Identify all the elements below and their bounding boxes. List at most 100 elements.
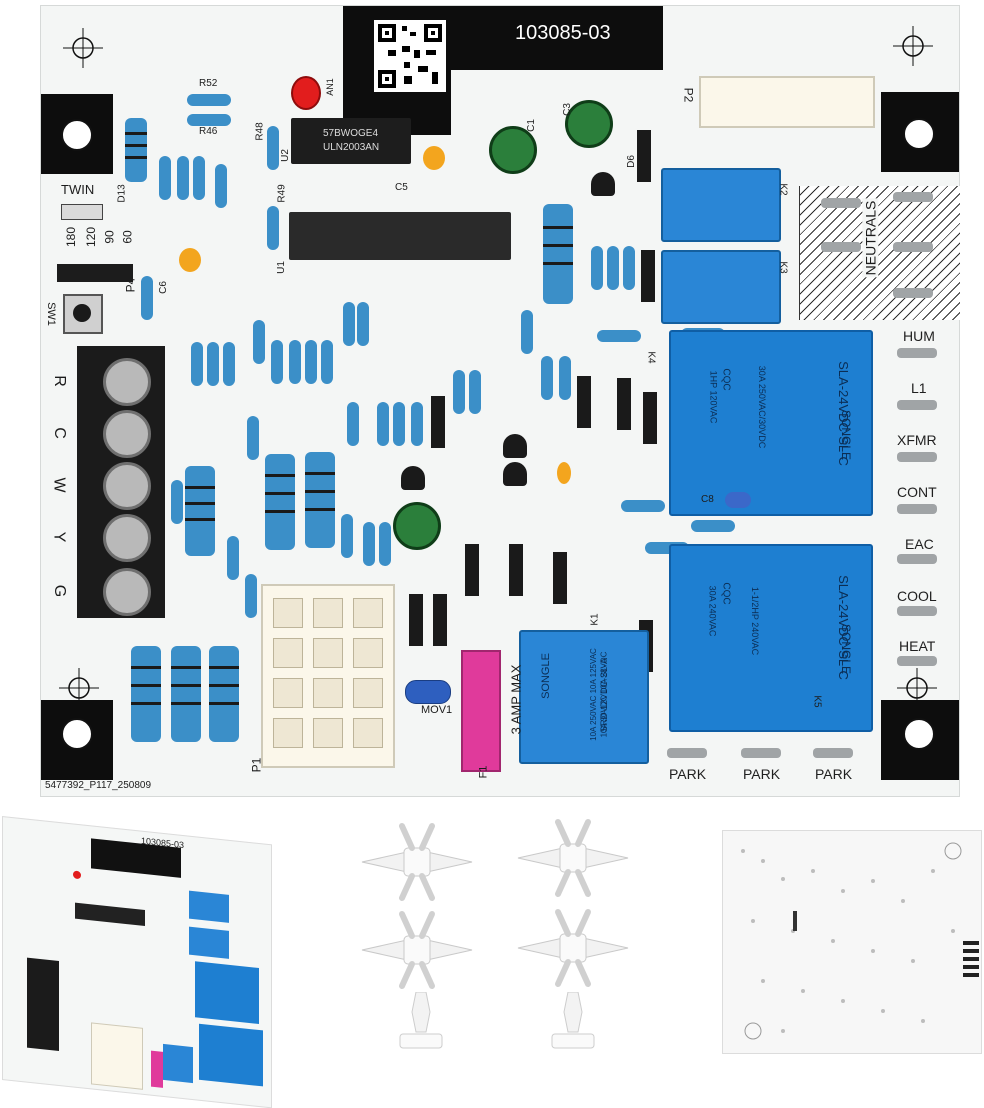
label-l1: L1 [911, 380, 927, 396]
resistor [159, 156, 171, 200]
neutral-spade[interactable] [893, 242, 933, 252]
mount-hole-bottom-right [903, 718, 935, 750]
spade-cool[interactable] [897, 606, 937, 616]
connector-p2 [699, 76, 875, 128]
ref-c6: C6 [157, 281, 169, 294]
resistor [191, 342, 203, 386]
thumb-relay [199, 1023, 263, 1087]
capacitor-c2 [393, 502, 441, 550]
diode [431, 396, 445, 448]
connector-pin [353, 598, 383, 628]
terminal-label-r: R [50, 375, 68, 387]
terminal-screw-y[interactable] [103, 514, 151, 562]
resistor [125, 118, 147, 182]
resistor [271, 340, 283, 384]
relay-k1-model: SRD-12VDC-SL-A [599, 657, 610, 733]
resistor [141, 276, 153, 320]
relay-k4: SLA-24VDC-SL-C SONGLE 30A 250VAC/30VDC 1… [669, 330, 873, 516]
resistor [623, 246, 635, 290]
diode [409, 594, 423, 646]
resistor [305, 340, 317, 384]
relay-k4-rating-1: 30A 250VAC/30VDC [757, 365, 768, 449]
serial-text: 5477392_P117_250809 [45, 780, 152, 791]
resistor [247, 416, 259, 460]
ref-c5: C5 [395, 182, 408, 193]
diode [509, 544, 523, 596]
spade-l1[interactable] [897, 400, 937, 410]
resistor [267, 206, 279, 250]
push-switch-button[interactable] [73, 304, 91, 322]
resistor [377, 402, 389, 446]
ref-c3: C3 [561, 103, 573, 116]
terminal-label-c: C [50, 427, 68, 439]
k2-label: K2 [777, 183, 789, 196]
relay-k5-cert: CQC [720, 582, 732, 605]
resistor [185, 466, 215, 556]
mount-hole-top-left [61, 119, 93, 151]
ic-uln2003an [291, 118, 411, 164]
spade-hum[interactable] [897, 348, 937, 358]
terminal-screw-r[interactable] [103, 358, 151, 406]
resistor [591, 246, 603, 290]
p1-label: P1 [249, 757, 264, 773]
resistor [215, 164, 227, 208]
relay-k5-rating-4: 30A 240VAC [707, 585, 718, 637]
resistor [363, 522, 375, 566]
terminal-labels: R C W Y G [47, 366, 71, 606]
fuse-ref: F1 [477, 765, 490, 779]
resistor [521, 310, 533, 354]
resistor [393, 402, 405, 446]
standoff-clip-1 [361, 823, 473, 901]
label-cool: COOL [897, 588, 937, 604]
resistor [343, 302, 355, 346]
sw1-label: SW1 [44, 302, 57, 326]
k4-label: K4 [645, 351, 657, 364]
connector-pin [273, 718, 303, 748]
terminal-label-w: W [50, 477, 68, 493]
twin-label: TWIN [61, 182, 95, 197]
ref-d6: D6 [625, 155, 637, 168]
ceramic-cap-c7 [557, 462, 571, 484]
thumb-relay [189, 890, 229, 923]
park-label-2: PARK [743, 766, 781, 782]
label-eac: EAC [905, 536, 934, 552]
terminal-screw-g[interactable] [103, 568, 151, 616]
mov-label: MOV1 [421, 704, 453, 716]
terminal-screw-c[interactable] [103, 410, 151, 458]
spade-cont[interactable] [897, 504, 937, 514]
connector-pin [353, 718, 383, 748]
qr-code [374, 20, 446, 92]
fuse-label: 3 AMP MAX [508, 664, 524, 735]
relay-k5-brand: SONGLE [839, 623, 854, 675]
control-board: 103085-03 P2 57BWOGE4 ULN2003AN TWIN 180 [40, 5, 960, 797]
connector-pin [313, 678, 343, 708]
terminal-screw-w[interactable] [103, 462, 151, 510]
diode [637, 130, 651, 182]
label-hum: HUM [903, 328, 935, 344]
spade-heat[interactable] [897, 656, 937, 666]
resistor [347, 402, 359, 446]
neutral-spade[interactable] [893, 192, 933, 202]
ref-c8: C8 [701, 494, 714, 505]
ceramic-cap-blue [725, 492, 751, 508]
park-spade-1[interactable] [667, 748, 707, 758]
delay-labels: 180 120 90 60 [55, 220, 145, 260]
ref-u2: U2 [279, 149, 291, 162]
connector-pin [273, 638, 303, 668]
park-spade-3[interactable] [813, 748, 853, 758]
resistor [265, 454, 295, 550]
push-pin-1 [399, 992, 443, 1049]
resistor [253, 320, 265, 364]
push-switch-sw1[interactable] [63, 294, 103, 334]
neutral-spade[interactable] [821, 242, 861, 252]
spade-xfmr[interactable] [897, 452, 937, 462]
park-spade-2[interactable] [741, 748, 781, 758]
neutral-spade[interactable] [893, 288, 933, 298]
delay-select-header[interactable] [57, 264, 133, 282]
label-xfmr: XFMR [897, 432, 937, 448]
neutral-spade[interactable] [821, 198, 861, 208]
resistor [691, 520, 735, 532]
standoff-clip-3 [361, 911, 473, 989]
spade-eac[interactable] [897, 554, 937, 564]
resistor [321, 340, 333, 384]
